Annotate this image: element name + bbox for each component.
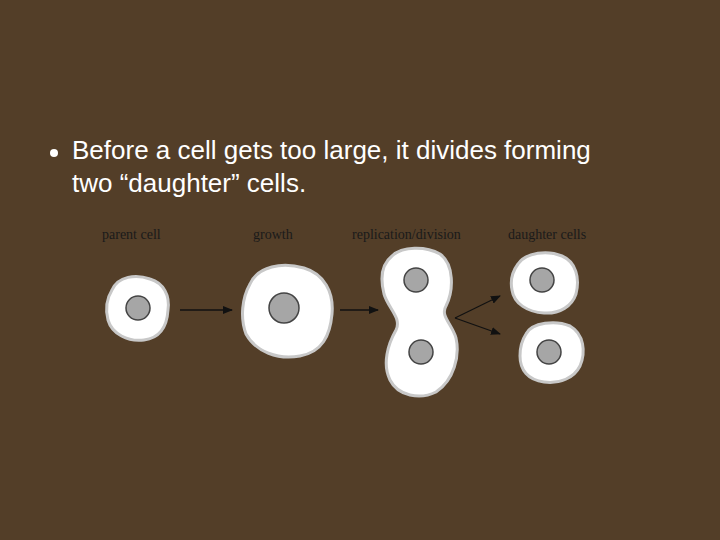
arrow <box>455 318 500 334</box>
stage-label: daughter cells <box>508 227 586 243</box>
nucleus <box>126 296 150 320</box>
nucleus <box>530 268 554 292</box>
parent-cell <box>107 277 169 341</box>
slide-bullet-text: Before a cell gets too large, it divides… <box>72 134 632 200</box>
bullet-dot <box>50 149 58 157</box>
grown-cell <box>243 265 333 357</box>
stage-label: replication/division <box>352 227 461 243</box>
arrow <box>340 309 378 311</box>
nucleus <box>409 340 433 364</box>
nucleus <box>537 340 561 364</box>
arrow <box>180 309 232 311</box>
stage-label: parent cell <box>102 227 161 243</box>
arrow <box>455 296 500 318</box>
nucleus <box>269 293 299 323</box>
stage-label: growth <box>253 227 293 243</box>
dividing-cell <box>382 248 457 396</box>
daughter-cell <box>520 323 583 383</box>
nucleus <box>404 268 428 292</box>
daughter-cell <box>511 253 577 313</box>
